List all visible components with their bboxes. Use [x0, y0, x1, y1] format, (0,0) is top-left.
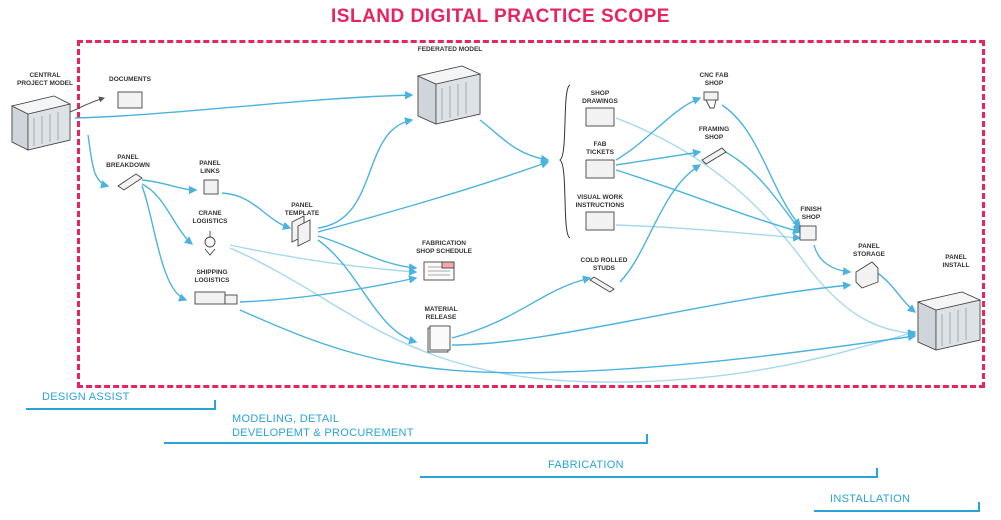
shop-drawings-icon — [585, 107, 615, 127]
visual-work-instructions-icon — [585, 211, 615, 231]
flow-template-to-fab-tickets — [317, 160, 550, 233]
flow-central-to-federated — [74, 90, 414, 119]
flow-links-to-template — [221, 192, 292, 230]
node-framing-shop: FRAMING SHOP — [698, 126, 730, 141]
flow-studs-to-framing — [619, 164, 702, 283]
flow-central-to-documents — [69, 96, 105, 113]
node-central-project-model: CENTRAL PROJECT MODEL — [17, 72, 73, 87]
phase-installation-label: INSTALLATION — [830, 493, 911, 505]
node-federated-model: FEDERATED MODEL — [417, 46, 483, 53]
node-shipping-logistics: SHIPPING LOGISTICS — [194, 269, 230, 284]
cnc-fab-shop-icon — [703, 91, 719, 109]
flow-template-to-material — [317, 239, 418, 345]
flow-breakdown-to-links — [141, 179, 198, 195]
crane-logistics-icon — [204, 231, 216, 256]
panel-template-icon — [291, 215, 311, 247]
node-visual-work-instructions: VISUAL WORK INSTRUCTIONS — [575, 194, 625, 209]
node-cnc-fab-shop: CNC FAB SHOP — [699, 72, 729, 87]
phase-design-assist-tick — [214, 400, 216, 410]
documents-icon — [117, 91, 143, 109]
flow-template-to-schedule — [317, 235, 418, 272]
flow-shop-drawings-to-install — [615, 117, 917, 338]
cold-rolled-studs-icon — [589, 276, 615, 293]
phase-design-assist-label: DESIGN ASSIST — [42, 391, 130, 403]
diagram-title: ISLAND DIGITAL PRACTICE SCOPE — [331, 6, 670, 27]
flow-material-to-storage — [451, 281, 852, 346]
phase-installation-tick — [978, 502, 980, 512]
node-fabrication-shop-schedule: FABRICATION SHOP SCHEDULE — [416, 240, 472, 255]
node-panel-install: PANEL INSTALL — [942, 254, 970, 269]
finish-shop-icon — [799, 225, 817, 241]
phase-modeling-tick — [646, 434, 648, 444]
central-model-building-icon — [10, 95, 72, 151]
practice-scope-boundary — [77, 40, 985, 388]
node-finish-shop: FINISH SHOP — [800, 206, 822, 221]
node-shop-drawings: SHOP DRAWINGS — [582, 90, 618, 105]
framing-shop-icon — [701, 147, 727, 165]
node-documents: DOCUMENTS — [109, 76, 151, 83]
documents-group-brace — [559, 84, 571, 239]
flow-vwi-to-finish — [615, 224, 802, 242]
flow-tickets-to-finish — [615, 169, 802, 235]
flow-shipping-to-install — [239, 309, 917, 374]
flow-finish-to-storage — [813, 244, 852, 276]
panel-links-icon — [203, 179, 219, 195]
flow-storage-to-install — [875, 271, 917, 313]
flow-central-to-panel-breakdown — [87, 134, 110, 189]
fabrication-schedule-icon — [423, 261, 455, 281]
node-panel-storage: PANEL STORAGE — [852, 243, 886, 258]
phase-modeling-label: MODELING, DETAIL DEVELOPEMT & PROCUREMEN… — [232, 413, 414, 439]
flow-breakdown-to-crane — [141, 183, 194, 245]
flow-template-to-federated — [317, 117, 414, 229]
shipping-logistics-icon — [194, 291, 238, 305]
flow-shipping-to-schedule — [239, 275, 418, 303]
flow-material-to-studs — [451, 275, 592, 339]
flow-lines — [74, 90, 917, 383]
node-panel-breakdown: PANEL BREAKDOWN — [106, 154, 150, 169]
flow-cnc-to-finish — [721, 104, 801, 228]
flow-framing-to-finish — [721, 149, 801, 232]
phase-fabrication-label: FABRICATION — [548, 459, 624, 471]
phase-fabrication-bar — [420, 476, 878, 478]
phase-fabrication-tick — [876, 468, 878, 478]
flow-tickets-to-cnc — [615, 96, 702, 161]
flow-crane-to-install — [229, 247, 917, 383]
panel-install-building-icon — [916, 291, 982, 351]
panel-breakdown-icon — [117, 173, 143, 191]
node-panel-links: PANEL LINKS — [199, 160, 221, 175]
material-release-icon — [427, 325, 451, 353]
phase-modeling-bar — [164, 442, 648, 444]
panel-storage-icon — [855, 261, 879, 289]
federated-model-building-icon — [416, 65, 482, 125]
node-crane-logistics: CRANE LOGISTICS — [192, 210, 228, 225]
flow-federated-to-fab — [479, 119, 550, 164]
phase-installation-bar — [814, 510, 980, 512]
flow-crane-to-schedule — [229, 244, 418, 276]
flow-breakdown-to-shipping — [141, 185, 188, 302]
node-cold-rolled-studs: COLD ROLLED STUDS — [580, 257, 628, 272]
flow-tickets-to-framing — [615, 148, 702, 166]
node-panel-template: PANEL TEMPLATE — [284, 202, 320, 217]
building-model-icons — [10, 65, 982, 351]
node-material-release: MATERIAL RELEASE — [424, 306, 458, 321]
node-fab-tickets: FAB TICKETS — [586, 141, 614, 156]
fab-tickets-icon — [585, 159, 615, 179]
phase-design-assist-bar — [26, 408, 216, 410]
